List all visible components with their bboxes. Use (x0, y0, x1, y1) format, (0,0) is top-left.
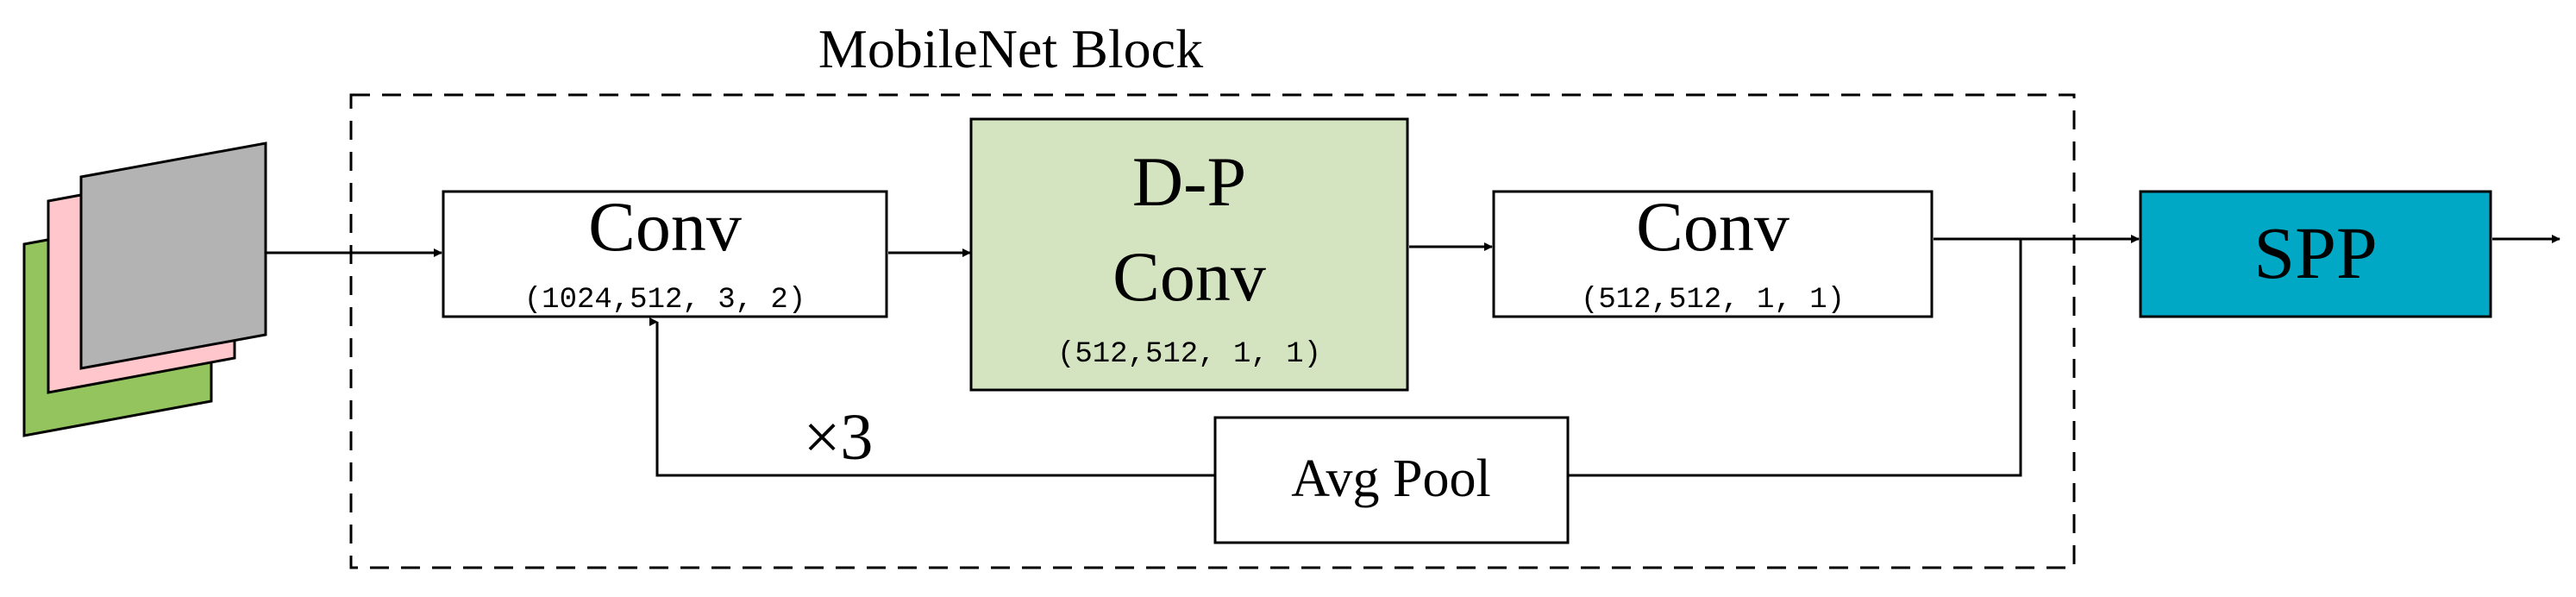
spp-box (2139, 190, 2492, 318)
conv1-box (442, 190, 888, 318)
avg-pool-box (1213, 416, 1570, 544)
dp-conv-label-line1: D-P (1132, 142, 1246, 221)
conv2-block: Conv (512,512, 1, 1) (1492, 187, 1934, 318)
conv1-block: Conv (1024,512, 3, 2) (442, 187, 888, 318)
conv1-label: Conv (588, 187, 742, 266)
dp-conv-label-line2: Conv (1113, 237, 1266, 316)
feedback-line-to-conv1 (649, 317, 1215, 477)
conv1-params: (1024,512, 3, 2) (524, 284, 805, 317)
spp-block: SPP (2139, 190, 2492, 318)
spp-label: SPP (2253, 211, 2378, 294)
avg-pool-label: Avg Pool (1291, 449, 1490, 508)
mobilenet-block-title: MobileNet Block (818, 18, 1203, 79)
feedback-line-to-avgpool (1568, 239, 2022, 477)
dp-conv-block: D-P Conv (512,512, 1, 1) (969, 117, 1409, 392)
dp-conv-params: (512,512, 1, 1) (1057, 338, 1321, 371)
conv2-box (1492, 190, 1934, 318)
repeat-label: ×3 (804, 401, 874, 474)
conv2-label: Conv (1636, 187, 1789, 266)
conv2-params: (512,512, 1, 1) (1581, 284, 1845, 317)
feature-map-layer-gray (79, 141, 267, 370)
mobilenet-block-border (349, 93, 2076, 569)
connectors (266, 235, 2560, 477)
avg-pool-block: Avg Pool (1213, 416, 1570, 544)
input-feature-maps (22, 141, 267, 437)
dp-conv-box (969, 117, 1409, 392)
